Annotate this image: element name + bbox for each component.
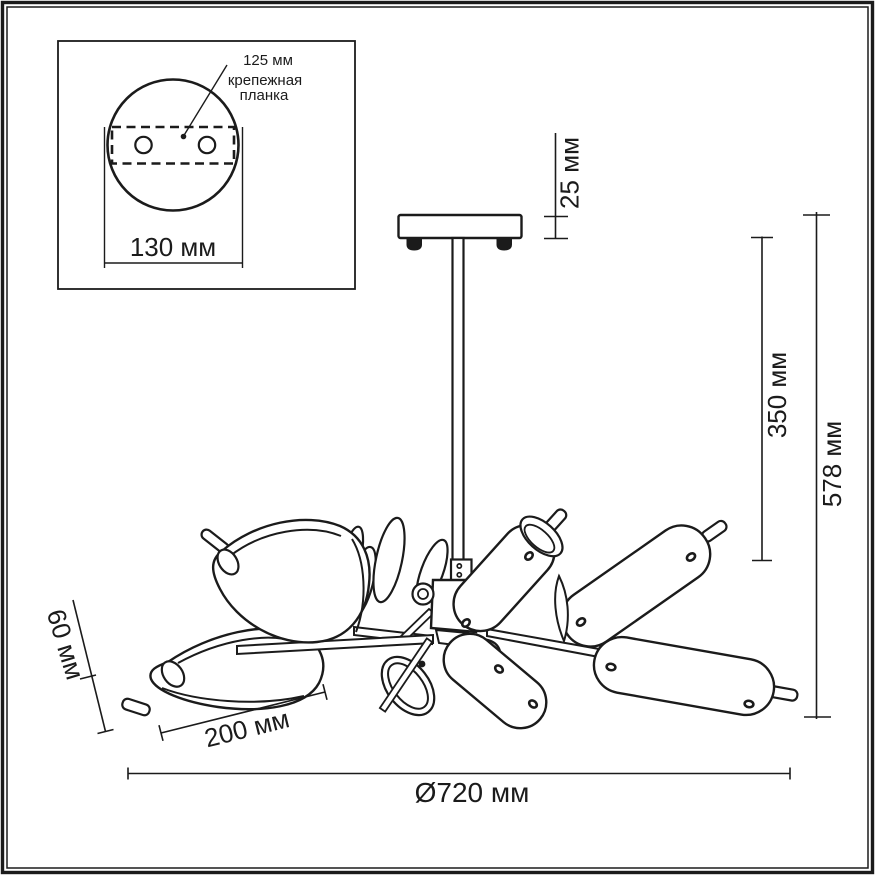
shade-loop (216, 548, 240, 576)
lamp-shade-upper-right (560, 519, 728, 648)
dim-130mm-lines (103, 127, 244, 268)
shade-fin (554, 573, 569, 644)
inset-box (57, 40, 356, 290)
lamp-shade-bottom (442, 632, 548, 730)
mounting-bracket-dashed (110, 125, 236, 165)
leader-line (183, 64, 228, 135)
label-60mm: 60 мм (41, 606, 91, 684)
mounting-plate-circle (106, 78, 240, 212)
left-arm-peg (121, 697, 151, 717)
ring-shade (378, 637, 436, 717)
chandelier-body (121, 508, 799, 730)
ceiling-canopy (397, 213, 523, 251)
label-25mm: 25 мм (555, 137, 585, 209)
dim-350mm (751, 236, 773, 562)
label-130mm: 130 мм (130, 232, 216, 262)
left-arm (236, 633, 434, 656)
label-578mm: 578 мм (817, 421, 847, 507)
canopy-foot-left (406, 237, 422, 251)
screw-hole-left (134, 135, 153, 155)
bracket-center-dot (180, 133, 187, 140)
lamp-shade-upper-left (200, 518, 371, 644)
label-350mm: 350 мм (762, 352, 792, 438)
lamp-shade-upper-center (452, 508, 568, 633)
shade-loop (160, 660, 186, 688)
hanging-rod (449, 236, 473, 583)
canopy-foot-right (496, 237, 512, 251)
label-bracket-line1: крепежная (228, 72, 302, 89)
dim-578mm (803, 212, 831, 719)
lamp-shade-lower-right (592, 635, 799, 717)
label-720mm: Ø720 мм (415, 777, 530, 808)
dim-200mm (158, 684, 328, 741)
mounting-plate-inset: 125 мм крепежная планка 130 мм (57, 40, 356, 290)
label-125mm: 125 мм (243, 52, 293, 69)
dim-720mm (127, 767, 791, 780)
screw-hole-right (197, 135, 217, 155)
dim-25mm (544, 133, 568, 240)
dimension-annotations: 25 мм 350 мм 578 мм 60 мм 200 мм Ø720 мм (41, 133, 847, 808)
dim-60mm (72, 599, 114, 735)
label-bracket-line2: планка (240, 87, 289, 104)
